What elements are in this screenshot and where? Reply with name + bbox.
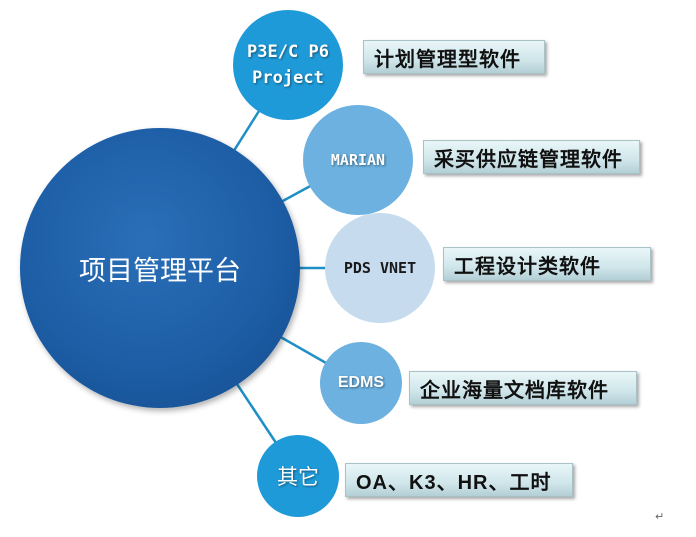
node-label: 其它 <box>277 465 319 489</box>
node-label: P3E/C P6 <box>247 42 329 62</box>
desc-box-planning: 计划管理型软件 <box>363 40 545 74</box>
node-other: 其它 <box>257 435 339 517</box>
paragraph-mark: ↵ <box>655 510 665 523</box>
desc-box-documents: 企业海量文档库软件 <box>409 371 637 405</box>
node-marian: MARIAN <box>303 105 413 215</box>
node-label: PDS VNET <box>343 259 417 277</box>
node-p3e: P3E/C P6 Project <box>233 10 343 120</box>
node-label: MARIAN <box>330 151 386 169</box>
center-label: 项目管理平台 <box>79 255 241 287</box>
node-pds-vnet: PDS VNET <box>325 213 435 323</box>
desc-box-engineering: 工程设计类软件 <box>443 247 651 281</box>
desc-box-other: OA、K3、HR、工时 <box>345 463 573 497</box>
node-label-2: Project <box>252 68 324 88</box>
node-label: EDMS <box>337 374 385 391</box>
node-edms: EDMS <box>320 342 402 424</box>
desc-box-procurement: 采买供应链管理软件 <box>423 140 640 174</box>
center-node: 项目管理平台 <box>20 128 300 408</box>
